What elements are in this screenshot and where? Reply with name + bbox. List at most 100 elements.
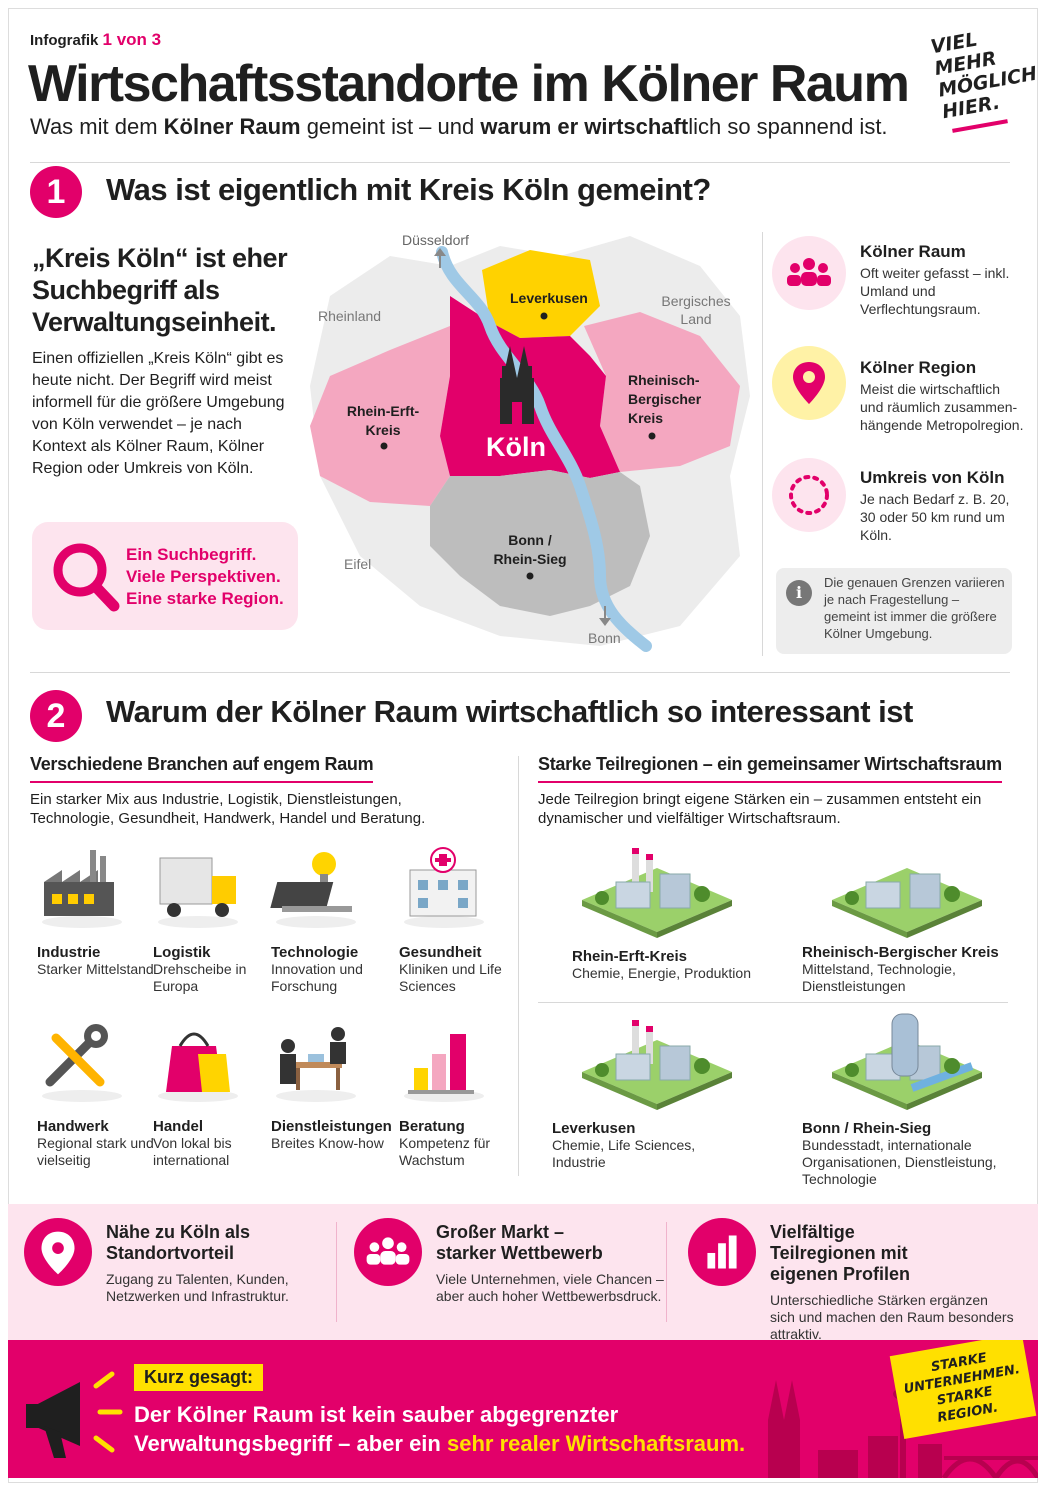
vertical-divider bbox=[518, 756, 519, 1176]
callout-line: Eine starke Region. bbox=[126, 589, 284, 608]
advantage-title: Großer Markt – starker Wettbewerb bbox=[436, 1222, 603, 1263]
region-subtitle: Chemie, Energie, Produktion bbox=[572, 965, 751, 981]
label-bergisches-land: Bergisches Land bbox=[661, 293, 731, 327]
branch-title: Dienstleistungen bbox=[271, 1118, 392, 1135]
pin-icon bbox=[24, 1218, 92, 1286]
label-leverkusen: Leverkusen bbox=[510, 290, 588, 306]
footer-label: Kurz gesagt: bbox=[134, 1364, 264, 1391]
divider bbox=[538, 1002, 1008, 1003]
group-icon bbox=[787, 258, 831, 286]
regions-intro: Jede Teilregion bringt eigene Stärken ei… bbox=[538, 791, 982, 827]
branch-title: Beratung bbox=[399, 1118, 465, 1135]
footer-line-2: Verwaltungsbegriff – aber ein sehr reale… bbox=[134, 1429, 745, 1458]
region-title: Bonn / Rhein-Sieg bbox=[802, 1120, 932, 1137]
branch-subtitle: Kompetenz für Wachstum bbox=[399, 1135, 491, 1168]
branch-title: Industrie bbox=[37, 944, 101, 961]
footer-line-1: Der Kölner Raum ist kein sauber abgegren… bbox=[134, 1402, 619, 1427]
callout-text: Ein Suchbegriff. Viele Perspektiven. Eine … bbox=[126, 544, 284, 610]
hospital-icon bbox=[396, 842, 492, 937]
regions-title: Starke Teilregionen – ein gemeinsamer Wi… bbox=[538, 754, 1002, 783]
band-divider bbox=[336, 1222, 337, 1322]
section-number: 2 bbox=[30, 690, 82, 742]
cathedral-icon bbox=[500, 346, 534, 424]
chart-icon bbox=[688, 1218, 756, 1286]
branch-subtitle: Drehscheibe in Europa bbox=[153, 961, 247, 994]
chemical-city-icon bbox=[572, 1010, 742, 1115]
advantage-text: Unterschiedliche Stärken ergänzen sich u… bbox=[770, 1292, 1014, 1342]
footer-line-2a: Verwaltungsbegriff – aber ein bbox=[134, 1431, 447, 1456]
branch-subtitle: Regional stark und vielseitig bbox=[37, 1135, 154, 1168]
label-eifel: Eifel bbox=[344, 556, 372, 572]
info-box: i Die genauen Grenzen variieren je nach … bbox=[776, 568, 1012, 654]
meeting-icon bbox=[268, 1016, 364, 1111]
advantage-item: Vielfältige Teilregionen mit eigenen Pro… bbox=[770, 1222, 1016, 1343]
branch-title: Gesundheit bbox=[399, 944, 482, 961]
vertical-divider bbox=[762, 232, 763, 656]
kicker: Infografik 1 von 3 bbox=[30, 30, 161, 50]
region-title: Rhein-Erft-Kreis bbox=[572, 948, 688, 965]
advantage-title: Vielfältige Teilregionen mit eigenen Pro… bbox=[770, 1222, 911, 1284]
region-subtitle: Bundesstadt, internationale Organisation… bbox=[802, 1137, 997, 1187]
divider bbox=[30, 162, 1010, 163]
bar-chart-icon bbox=[396, 1016, 492, 1111]
label-bonn-rhein-sieg: Bonn / Rhein-Sieg bbox=[493, 532, 567, 567]
subtitle-part: gemeint ist – und bbox=[300, 114, 481, 139]
def-title: Kölner Region bbox=[860, 358, 977, 377]
page-subtitle: Was mit dem Kölner Raum gemeint ist – un… bbox=[30, 114, 888, 140]
def-3-circle bbox=[772, 458, 846, 532]
shopping-bag-icon bbox=[150, 1016, 246, 1111]
megaphone-icon bbox=[26, 1371, 123, 1458]
advantage-text: Zugang zu Talenten, Kunden, Netzwerken u… bbox=[106, 1271, 289, 1304]
kicker-page: 1 von 3 bbox=[102, 30, 162, 49]
area-rheinisch-bergisch bbox=[584, 312, 740, 472]
label-rheinisch-bergisch: Rheinisch-Bergischer Kreis bbox=[628, 372, 702, 426]
branches-title: Verschiedene Branchen auf engem Raum bbox=[30, 754, 374, 783]
label-rheinland: Rheinland bbox=[318, 308, 382, 324]
truck-icon bbox=[150, 842, 246, 937]
def-text: Je nach Bedarf z. B. 20, 30 oder 50 km r… bbox=[860, 491, 1010, 543]
branch-subtitle: Von lokal bis international bbox=[153, 1135, 232, 1168]
subtitle-part: Was mit dem bbox=[30, 114, 164, 139]
def-2: Kölner Region Meist die wirtschaftlich u… bbox=[860, 358, 1025, 434]
label-rhein-erft: Rhein-Erft-Kreis bbox=[346, 403, 420, 438]
page-title: Wirtschaftsstandorte im Kölner Raum bbox=[28, 55, 910, 113]
subtitle-part: Kölner Raum bbox=[163, 114, 301, 139]
branch-title: Handwerk bbox=[37, 1118, 109, 1135]
dotted-circle-icon bbox=[789, 475, 829, 515]
branch-subtitle: Innovation und Forschung bbox=[271, 961, 363, 994]
rhine-river bbox=[436, 246, 652, 652]
advantages-band bbox=[8, 1204, 1038, 1340]
magnifier-icon bbox=[53, 543, 120, 612]
def-2-circle bbox=[772, 346, 846, 420]
def-1-circle bbox=[772, 236, 846, 310]
location-pin-icon bbox=[793, 362, 825, 404]
callout-line: Viele Perspektiven. bbox=[126, 567, 281, 586]
label-bonn-outside: Bonn bbox=[588, 630, 621, 646]
laptop-icon bbox=[268, 842, 364, 937]
advantage-title: Nähe zu Köln als Standortvorteil bbox=[106, 1222, 251, 1263]
branch-subtitle: Kliniken und Life Sciences bbox=[399, 961, 502, 994]
def-text: Meist die wirtschaftlich und räumlich zu… bbox=[860, 381, 1024, 433]
branches-intro: Ein starker Mix aus Industrie, Logistik,… bbox=[30, 791, 426, 827]
branch-title: Handel bbox=[153, 1118, 204, 1135]
label-koeln: Köln bbox=[486, 432, 546, 462]
callout-box: Ein Suchbegriff. Viele Perspektiven. Eine … bbox=[32, 522, 298, 630]
region-map bbox=[310, 236, 750, 652]
section-heading: Was ist eigentlich mit Kreis Köln gemein… bbox=[106, 172, 711, 207]
def-text: Oft weiter gefasst – inkl. Umland und Ve… bbox=[860, 265, 1010, 317]
region-subtitle: Chemie, Life Sciences, Industrie bbox=[552, 1137, 696, 1170]
callout-line: Ein Suchbegriff. bbox=[126, 545, 257, 564]
def-title: Kölner Raum bbox=[860, 242, 966, 261]
